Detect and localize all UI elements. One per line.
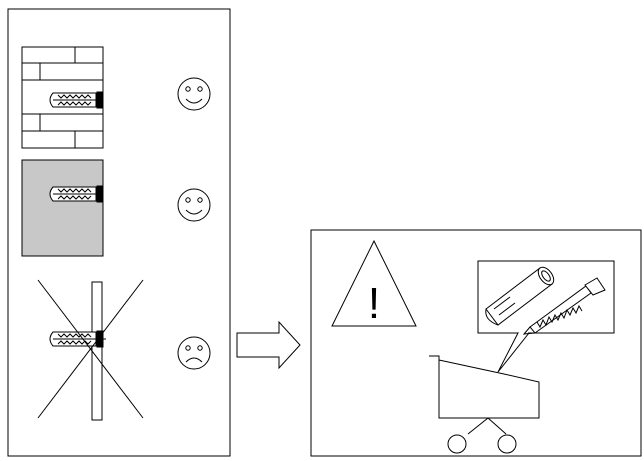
callout-pointer <box>497 332 530 373</box>
right-panel-frame <box>310 229 642 457</box>
wall-plug-with-screw <box>49 330 106 348</box>
happy-face-icon <box>177 188 211 222</box>
thin-board-illustration <box>91 281 103 421</box>
concrete-wall-illustration <box>21 159 104 257</box>
right-arrow-icon <box>236 320 301 370</box>
left-panel-frame <box>7 8 231 457</box>
shopping-cart-icon <box>429 355 540 454</box>
wall-plug-icon <box>485 266 555 326</box>
warning-triangle-icon <box>331 239 417 327</box>
brick-wall-illustration <box>21 46 104 149</box>
sad-face-icon <box>177 336 211 370</box>
wall-plug-with-screw <box>49 185 104 203</box>
happy-face-icon <box>177 77 211 111</box>
cross-out-mark <box>37 279 144 419</box>
warning-exclamation: ! <box>368 279 380 328</box>
screw-icon <box>522 277 606 335</box>
wall-plug-with-screw <box>49 91 104 109</box>
